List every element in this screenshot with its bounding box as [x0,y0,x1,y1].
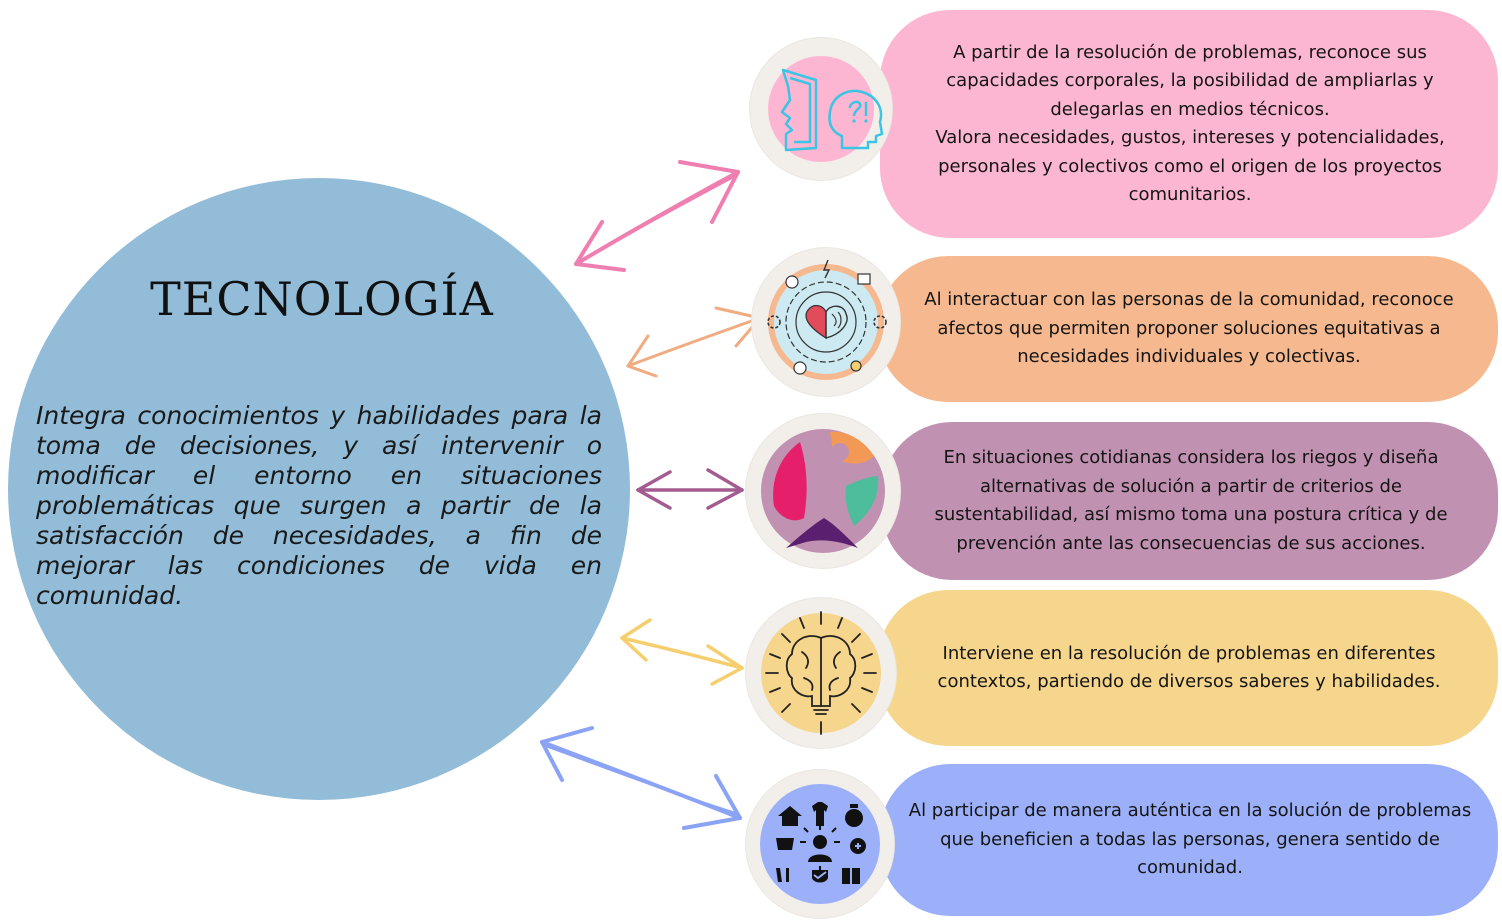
item-2-icon-ring [752,248,900,396]
connector-arrow-5 [540,726,742,830]
main-description: Integra conocimientos y habilidades para… [36,401,602,610]
item-5-icon-ring [746,770,894,918]
star-figure-icon [761,429,885,553]
item-3-text: En situaciones cotidianas considera los … [934,447,1448,554]
item-1-box: A partir de la resolución de problemas, … [880,10,1498,238]
connector-arrow-2 [626,306,762,378]
item-4-icon-ring [746,598,896,748]
item-1-text: A partir de la resolución de problemas, … [935,41,1445,206]
heart-brain-icon [767,259,887,380]
item-4-box: Interviene en la resolución de problemas… [878,590,1498,746]
item-2-text: Al interactuar con las personas de la co… [924,289,1454,368]
item-3-box: En situaciones cotidianas considera los … [882,422,1498,580]
connector-arrow-4 [620,618,744,686]
item-4-text: Interviene en la resolución de problemas… [937,642,1441,693]
main-concept-circle [8,178,630,800]
item-2-box: Al interactuar con las personas de la co… [878,256,1498,402]
item-3-icon-ring [746,414,900,568]
main-title: TECNOLOGÍA [150,272,494,326]
connector-arrow-3 [636,468,744,510]
community-needs-icon [760,784,880,904]
head-question-icon [768,56,884,162]
item-5-text: Al participar de manera auténtica en la … [908,800,1472,879]
item-1-icon-ring [750,38,892,180]
connector-arrow-1 [574,160,740,272]
item-5-box: Al participar de manera auténtica en la … [880,764,1498,916]
brain-bulb-icon [761,611,881,735]
